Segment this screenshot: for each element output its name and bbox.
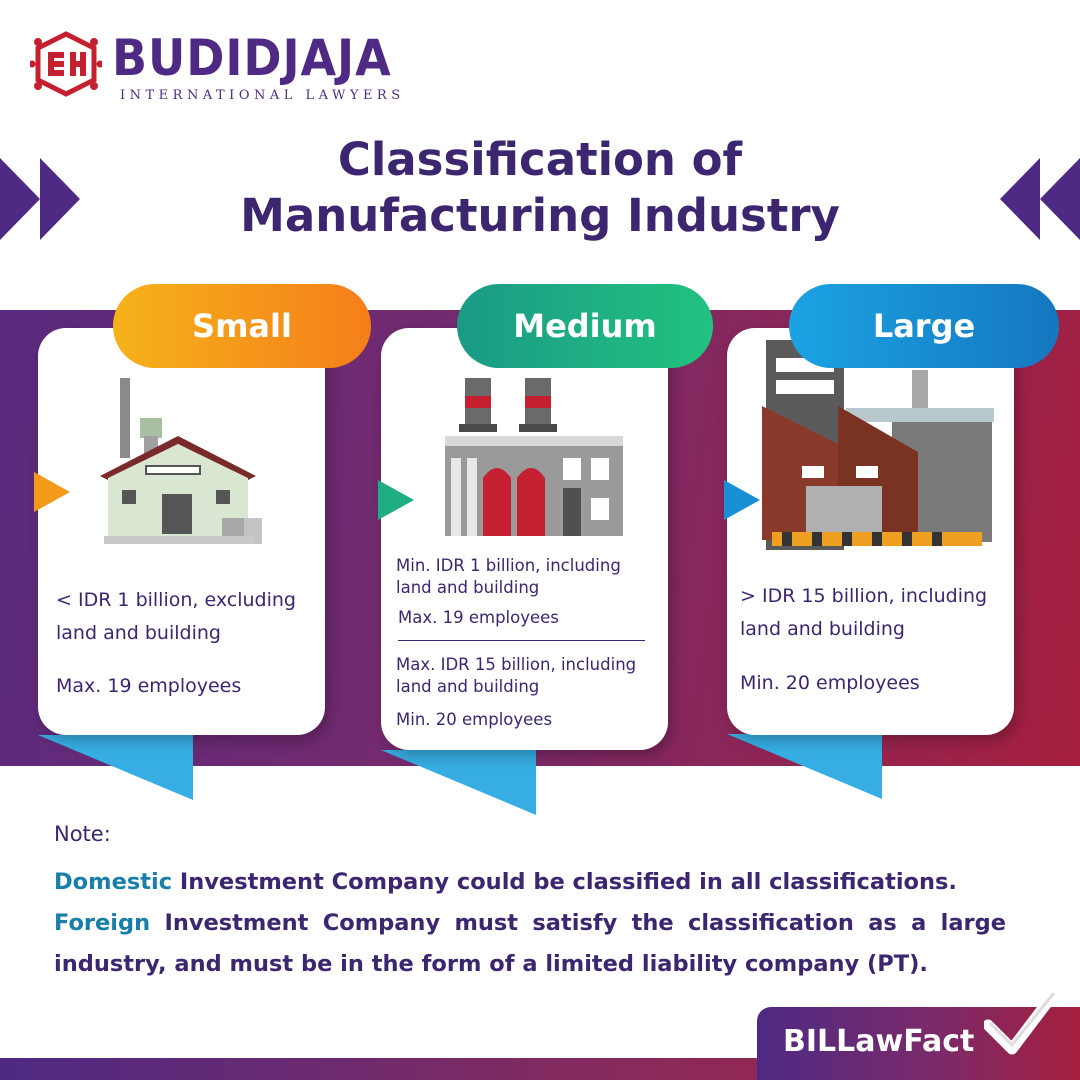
- double-chevron-left-icon: [1000, 158, 1080, 240]
- small-factory-icon: [100, 378, 262, 544]
- foreign-text: Investment Company must satisfy the clas…: [54, 910, 1006, 977]
- page-title: Classification of Manufacturing Industry: [0, 132, 1080, 244]
- label-large: Large: [789, 284, 1059, 368]
- domestic-text: Investment Company could be classified i…: [172, 869, 957, 895]
- medium-employees-max: Max. 19 employees: [398, 608, 559, 627]
- ribbon-tail-small: [38, 735, 193, 800]
- pointer-medium-icon: [378, 480, 414, 520]
- logo-icon: [30, 31, 102, 97]
- ribbon-tail-large: [727, 734, 882, 799]
- ribbon-tail-medium: [381, 750, 536, 815]
- brand-name: BUDIDJAJA: [112, 29, 392, 87]
- medium-capital-max: Max. IDR 15 billion, including land and …: [396, 655, 637, 696]
- medium-divider: [398, 640, 645, 641]
- large-capital: > IDR 15 billion, including land and bui…: [740, 585, 988, 640]
- note-domestic: Domestic Investment Company could be cla…: [54, 862, 1006, 903]
- pointer-small-icon: [34, 472, 70, 512]
- label-small: Small: [113, 284, 371, 368]
- medium-capital-min: Min. IDR 1 billion, including land and b…: [396, 556, 621, 597]
- title-line-1: Classification of: [337, 133, 743, 186]
- small-employees: Max. 19 employees: [56, 675, 242, 697]
- pointer-large-icon: [724, 480, 760, 520]
- large-employees: Min. 20 employees: [740, 672, 920, 694]
- small-capital: < IDR 1 billion, excluding land and buil…: [56, 589, 296, 644]
- medium-factory-icon: [445, 378, 623, 536]
- foreign-highlight: Foreign: [54, 910, 151, 936]
- title-line-2: Manufacturing Industry: [240, 189, 840, 242]
- checkmark-icon: [984, 985, 1060, 1055]
- label-medium: Medium: [457, 284, 713, 368]
- medium-employees-min: Min. 20 employees: [396, 710, 553, 729]
- large-factory-icon: [762, 340, 994, 550]
- tag-label: BILLawFact: [783, 1024, 975, 1059]
- card-medium: [381, 328, 668, 750]
- note-label: Note:: [54, 822, 111, 846]
- double-chevron-right-icon: [0, 158, 80, 240]
- note-foreign: Foreign Investment Company must satisfy …: [54, 903, 1006, 985]
- note-body: Domestic Investment Company could be cla…: [54, 862, 1006, 985]
- domestic-highlight: Domestic: [54, 869, 173, 895]
- brand-subtitle: INTERNATIONAL LAWYERS: [120, 88, 405, 103]
- tag-badge: [757, 1007, 1080, 1080]
